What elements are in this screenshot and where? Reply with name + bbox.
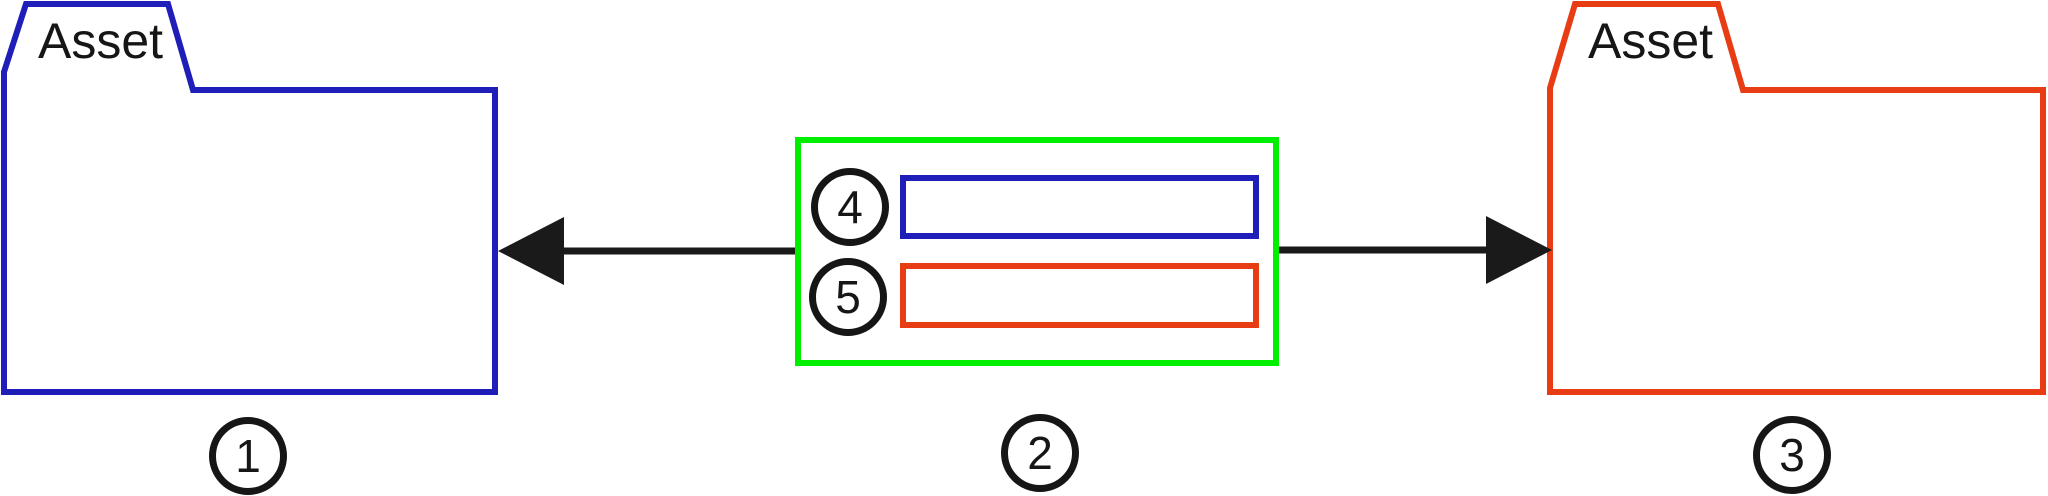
left-arrow: [498, 217, 795, 285]
badge-3-number: 3: [1779, 429, 1805, 481]
badge-3: 3: [1753, 416, 1831, 494]
right-folder-label: Asset: [1588, 13, 1714, 69]
badge-2-number: 2: [1027, 427, 1053, 479]
right-folder-shape: [1547, 0, 2046, 395]
badge-2: 2: [1001, 414, 1079, 492]
mapping-legend-box: [795, 137, 1279, 366]
badge-1-number: 1: [235, 430, 261, 482]
right-arrowhead-icon: [1486, 216, 1552, 284]
left-folder-shape: [1, 1, 498, 395]
red-asset-bar: [900, 263, 1259, 328]
badge-5: 5: [809, 258, 887, 336]
blue-asset-bar: [900, 175, 1259, 239]
badge-1: 1: [209, 417, 287, 495]
left-arrowhead-icon: [498, 217, 564, 285]
badge-4-number: 4: [837, 181, 863, 233]
badge-4: 4: [811, 168, 889, 246]
left-folder-label: Asset: [38, 13, 164, 69]
right-arrow: [1278, 216, 1552, 284]
badge-5-number: 5: [835, 271, 861, 323]
